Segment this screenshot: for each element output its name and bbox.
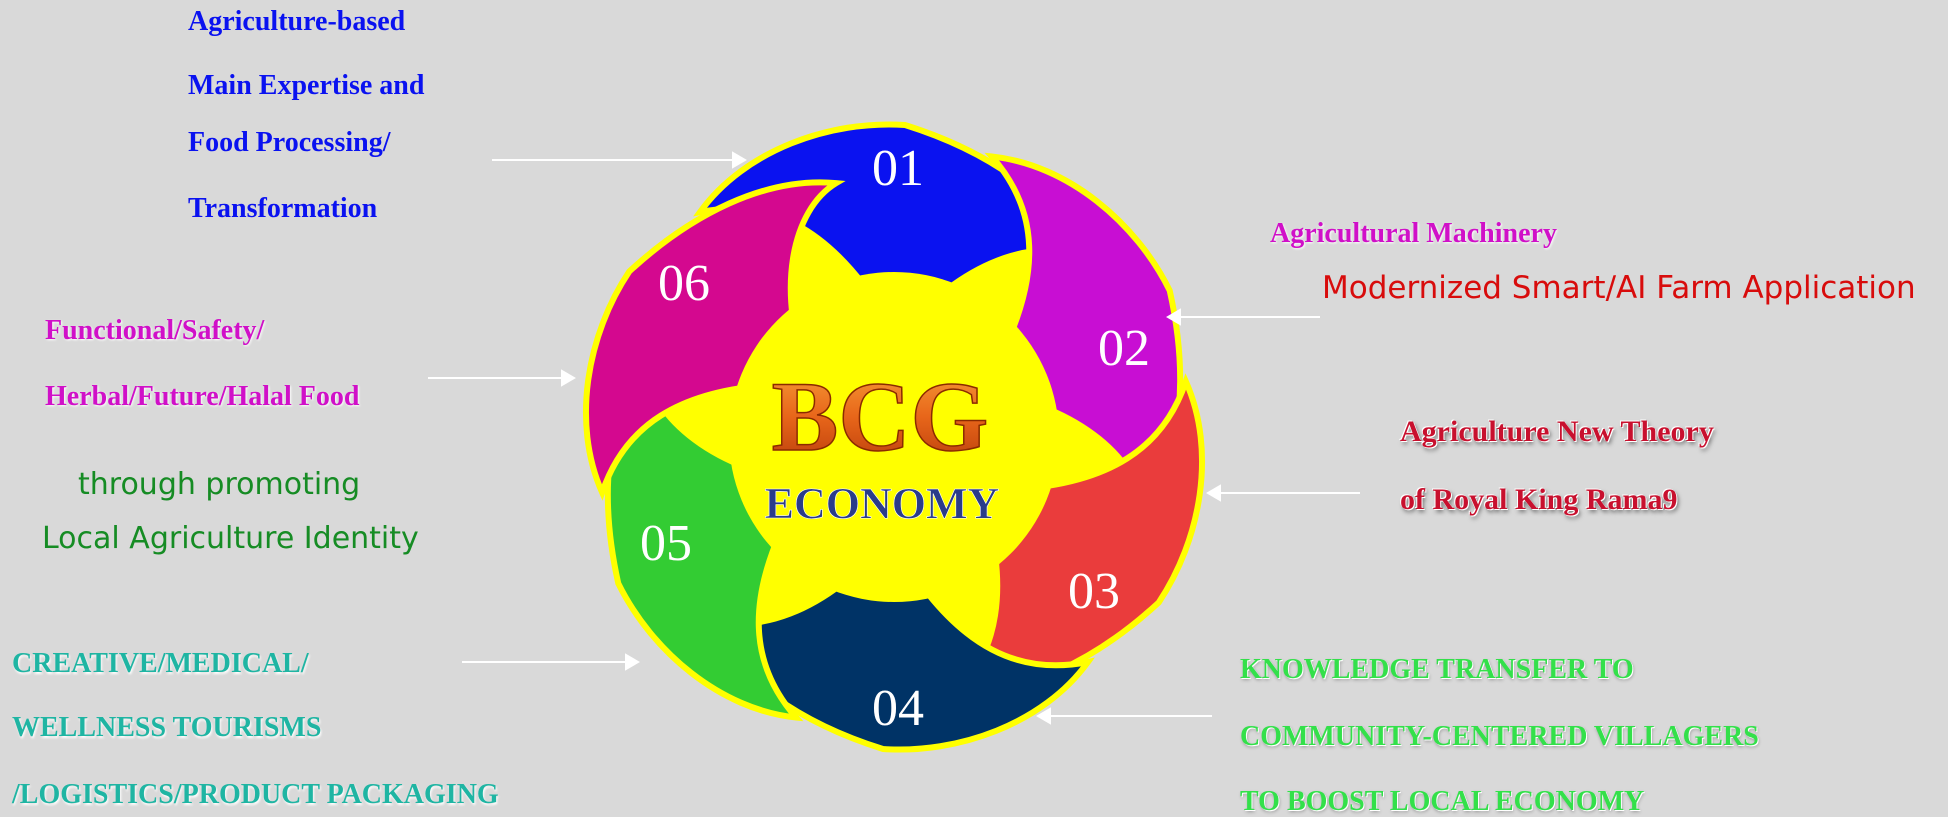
p06-sub-line-2: Local Agriculture Identity <box>42 521 419 556</box>
center-inner-disc <box>729 272 1059 602</box>
p02-subtitle: Modernized Smart/AI Farm Application <box>1322 270 1916 306</box>
economy-subtitle: ECONOMY <box>765 479 1000 528</box>
p04-line-3: TO BOOST LOCAL ECONOMY <box>1240 786 1645 817</box>
p06-sub-line-1: through promoting <box>78 467 361 502</box>
petal-number-06: 06 <box>658 255 710 312</box>
connector-arrows <box>428 151 1360 725</box>
petal-ring: 01 02 03 04 05 06 <box>582 121 1206 753</box>
petal-number-01: 01 <box>872 140 924 197</box>
p01-line-2: Main Expertise and <box>188 70 425 101</box>
petal-number-03: 03 <box>1068 563 1120 620</box>
p03-line-1: Agriculture New Theory <box>1400 415 1714 448</box>
p01-line-4: Transformation <box>188 193 378 224</box>
p01-line-3: Food Processing/ <box>188 127 391 158</box>
petal-number-02: 02 <box>1098 320 1150 377</box>
p04-line-1: KNOWLEDGE TRANSFER TO <box>1240 654 1634 685</box>
petal-06 <box>582 179 846 501</box>
p05-line-2: WELLNESS TOURISMS <box>12 712 322 743</box>
petal-number-04: 04 <box>872 680 924 737</box>
p04-line-2: COMMUNITY-CENTERED VILLAGERS <box>1240 721 1759 752</box>
p03-line-2: of Royal King Rama9 <box>1400 483 1678 516</box>
p02-title: Agricultural Machinery <box>1270 218 1557 249</box>
bcg-title: BCG <box>772 361 989 472</box>
p06-line-2: Herbal/Future/Halal Food <box>45 381 360 412</box>
p01-line-1: Agriculture-based <box>188 6 406 37</box>
p05-line-3: /LOGISTICS/PRODUCT PACKAGING <box>12 779 499 810</box>
p05-line-1: CREATIVE/MEDICAL/ <box>12 648 309 679</box>
petal-number-05: 05 <box>640 515 692 572</box>
p06-line-1: Functional/Safety/ <box>45 315 265 346</box>
